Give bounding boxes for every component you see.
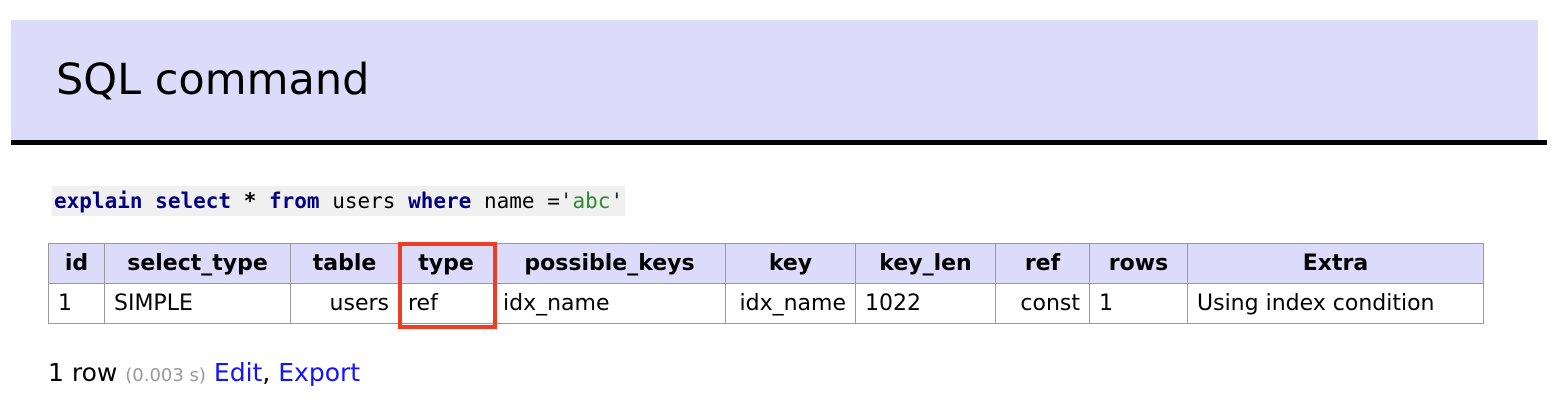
- column-header-key-len[interactable]: key_len: [855, 243, 996, 284]
- edit-link[interactable]: Edit: [213, 358, 263, 387]
- table-row: 1 SIMPLE users ref idx_name idx_name 102…: [48, 283, 1484, 324]
- sql-string-literal: abc: [572, 189, 611, 213]
- cell-possible-keys: idx_name: [493, 283, 726, 324]
- column-header-extra[interactable]: Extra: [1187, 243, 1484, 284]
- sql-query-code: explain select * from users where name =…: [52, 186, 626, 216]
- cell-select-type: SIMPLE: [104, 283, 291, 324]
- cell-rows: 1: [1089, 283, 1188, 324]
- column-header-rows[interactable]: rows: [1089, 243, 1188, 284]
- cell-type: ref: [398, 283, 494, 324]
- sql-keyword-select: select: [155, 189, 232, 213]
- cell-key-len: 1022: [855, 283, 996, 324]
- cell-id: 1: [48, 283, 105, 324]
- cell-ref: const: [995, 283, 1090, 324]
- column-header-key[interactable]: key: [725, 243, 856, 284]
- sql-keyword-explain: explain: [54, 189, 143, 213]
- column-header-possible-keys[interactable]: possible_keys: [493, 243, 726, 284]
- row-count-label: 1 row: [48, 358, 118, 387]
- column-header-id[interactable]: id: [48, 243, 105, 284]
- cell-table: users: [290, 283, 399, 324]
- sql-open-quote: ': [559, 189, 573, 213]
- query-duration-label: (0.003 s): [125, 365, 206, 386]
- sql-star-operator: *: [243, 189, 257, 213]
- export-link[interactable]: Export: [278, 358, 361, 387]
- sql-table-name: users: [332, 189, 396, 213]
- sql-column-name: name: [483, 189, 535, 213]
- link-separator: ,: [262, 358, 271, 387]
- sql-close-quote: ': [610, 189, 624, 213]
- sql-keyword-where: where: [408, 189, 472, 213]
- cell-extra: Using index condition: [1187, 283, 1484, 324]
- cell-key: idx_name: [725, 283, 856, 324]
- column-header-type[interactable]: type: [398, 243, 494, 284]
- explain-result-table: id select_type table type possible_keys …: [48, 243, 1484, 324]
- header-divider-rule: [11, 140, 1547, 145]
- table-header-row: id select_type table type possible_keys …: [48, 243, 1484, 284]
- page-header-band: SQL command: [11, 20, 1538, 140]
- result-status-line: 1 row (0.003 s) Edit, Export: [48, 357, 360, 392]
- page-title: SQL command: [56, 55, 370, 105]
- sql-equals-operator: =: [534, 189, 560, 213]
- column-header-select-type[interactable]: select_type: [104, 243, 291, 284]
- sql-keyword-from: from: [269, 189, 320, 213]
- column-header-table[interactable]: table: [290, 243, 399, 284]
- column-header-ref[interactable]: ref: [995, 243, 1090, 284]
